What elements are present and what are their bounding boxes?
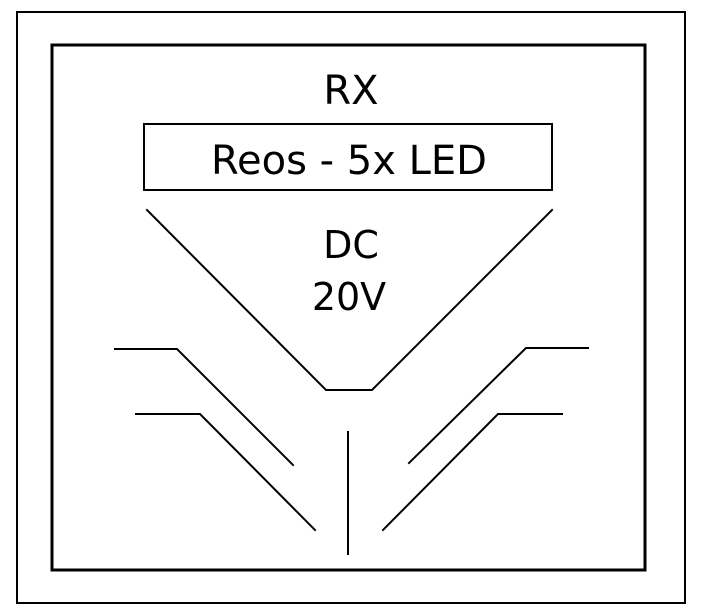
supply-voltage: 20V <box>312 275 386 319</box>
model-label: Reos - 5x LED <box>211 138 487 184</box>
signal-funnel <box>145 208 554 391</box>
model-box <box>143 123 553 191</box>
left-upper-ray <box>114 348 295 467</box>
right-lower-ray <box>381 413 563 532</box>
device-title: RX <box>323 68 378 114</box>
right-upper-ray <box>407 347 589 465</box>
left-lower-ray <box>135 413 317 532</box>
supply-type: DC <box>323 223 379 267</box>
outer-border <box>16 11 686 604</box>
inner-frame <box>50 43 647 572</box>
